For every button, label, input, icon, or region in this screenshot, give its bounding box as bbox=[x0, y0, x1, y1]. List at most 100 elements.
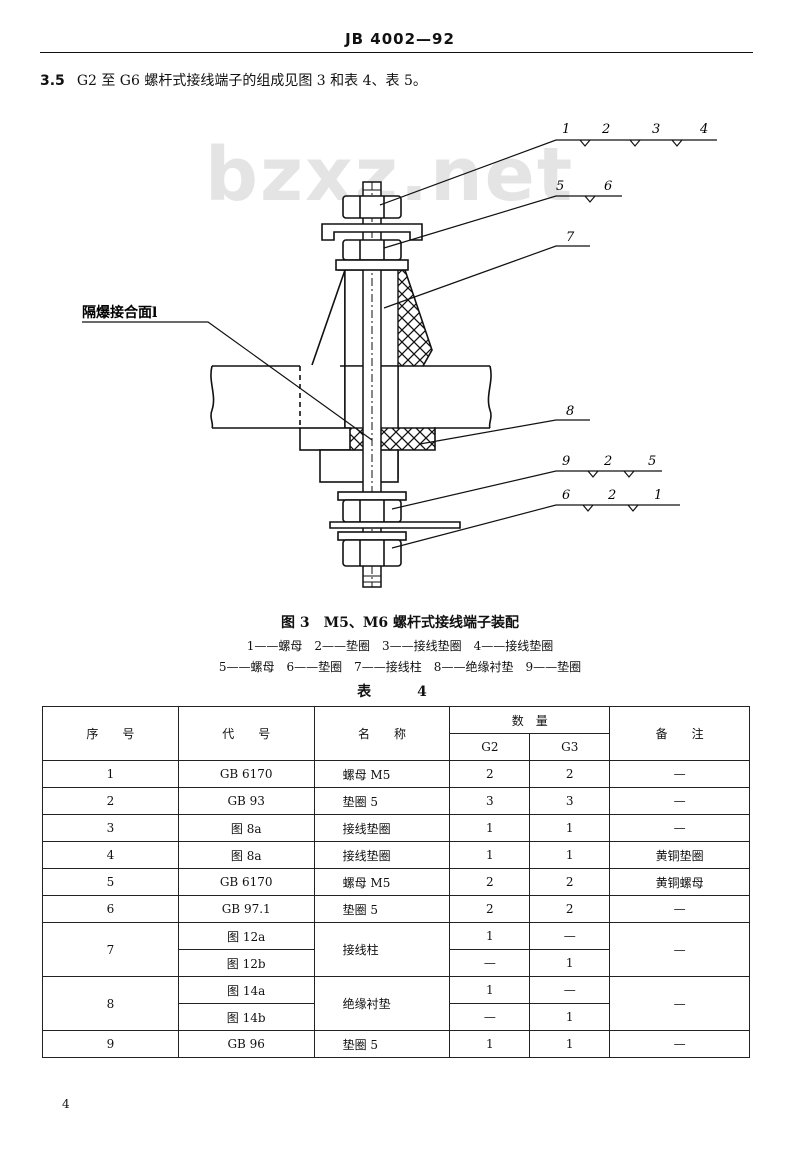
cell-g2: 1 bbox=[449, 814, 531, 842]
cell-code: GB 97.1 bbox=[177, 895, 315, 923]
leader-number: 1 bbox=[562, 122, 570, 137]
table-row: 4 图 8a 接线垫圈 1 1 黄铜垫圈 bbox=[42, 841, 750, 869]
cell-note: — bbox=[609, 760, 750, 788]
cell-note: — bbox=[609, 814, 750, 842]
header-rule bbox=[40, 52, 753, 53]
cell-code: GB 6170 bbox=[177, 868, 315, 896]
cell-note: 黄铜垫圈 bbox=[609, 841, 750, 869]
clause-text: G2 至 G6 螺杆式接线端子的组成见图 3 和表 4、表 5。 bbox=[76, 73, 427, 89]
leader-number: 9 bbox=[562, 454, 570, 469]
cell-g3: 2 bbox=[529, 868, 611, 896]
enclosure-wall bbox=[210, 365, 492, 429]
cell-g3: 1 bbox=[529, 841, 611, 869]
cell-code: 图 12a bbox=[177, 922, 315, 950]
leader-numbers: 1 2 3 4 5 6 7 8 9 2 5 6 2 1 bbox=[556, 122, 708, 503]
table-row: 3 图 8a 接线垫圈 1 1 — bbox=[42, 814, 750, 842]
cell-name: 螺母 M5 bbox=[313, 760, 451, 788]
cell-note: 黄铜螺母 bbox=[609, 868, 750, 896]
leader-number: 8 bbox=[566, 404, 574, 419]
cell-seq: 8 bbox=[42, 976, 179, 1031]
cell-seq: 2 bbox=[42, 787, 179, 815]
header-g3: G3 bbox=[529, 733, 611, 761]
top-hardware bbox=[321, 195, 423, 271]
cell-seq: 5 bbox=[42, 868, 179, 896]
figure-3-terminal-assembly: 隔爆接合面l 1 2 3 4 5 6 7 8 9 2 bbox=[0, 100, 800, 610]
header-note: 备 注 bbox=[609, 706, 750, 761]
header-name: 名 称 bbox=[313, 706, 451, 761]
cell-code: 图 8a bbox=[177, 841, 315, 869]
leader-number: 2 bbox=[601, 122, 610, 137]
header-code: 代 号 bbox=[177, 706, 315, 761]
cell-seq: 6 bbox=[42, 895, 179, 923]
cell-g3: 2 bbox=[529, 895, 611, 923]
cell-code: GB 93 bbox=[177, 787, 315, 815]
cell-code: 图 14b bbox=[177, 1003, 315, 1031]
cell-g2: — bbox=[449, 1003, 531, 1031]
cell-g3: — bbox=[529, 922, 611, 950]
leader-number: 5 bbox=[556, 179, 564, 194]
insulating-liner bbox=[299, 427, 399, 483]
cell-seq: 3 bbox=[42, 814, 179, 842]
cell-g2: — bbox=[449, 949, 531, 977]
cell-g3: 3 bbox=[529, 787, 611, 815]
cell-g3: 1 bbox=[529, 814, 611, 842]
cell-note: — bbox=[609, 895, 750, 923]
cell-code: GB 96 bbox=[177, 1030, 315, 1058]
flameproof-joint-callout: 隔爆接合面l bbox=[82, 304, 373, 441]
cell-seq: 4 bbox=[42, 841, 179, 869]
table-row: 6 GB 97.1 垫圈 5 2 2 — bbox=[42, 895, 750, 923]
header-seq: 序 号 bbox=[42, 706, 179, 761]
table-title: 表 4 bbox=[357, 684, 443, 700]
cell-name: 垫圈 5 bbox=[313, 895, 451, 923]
cell-g3: 1 bbox=[529, 949, 611, 977]
cell-g2: 2 bbox=[449, 895, 531, 923]
cell-g2: 2 bbox=[449, 760, 531, 788]
cell-g3: 1 bbox=[529, 1003, 611, 1031]
leader-lines bbox=[379, 139, 717, 549]
cell-g2: 1 bbox=[449, 1030, 531, 1058]
leader-number: 1 bbox=[654, 488, 662, 503]
leader-number: 2 bbox=[603, 454, 612, 469]
leader-number: 2 bbox=[607, 488, 616, 503]
table-row: 5 GB 6170 螺母 M5 2 2 黄铜螺母 bbox=[42, 868, 750, 896]
cell-seq: 1 bbox=[42, 760, 179, 788]
cell-code: 图 14a bbox=[177, 976, 315, 1004]
cell-name: 垫圈 5 bbox=[313, 787, 451, 815]
header-g2: G2 bbox=[449, 733, 531, 761]
cell-g2: 1 bbox=[449, 841, 531, 869]
figure-caption: 图 3 M5、M6 螺杆式接线端子装配 bbox=[281, 615, 519, 631]
cell-seq: 7 bbox=[42, 922, 179, 977]
table-row: 2 GB 93 垫圈 5 3 3 — bbox=[42, 787, 750, 815]
leader-number: 5 bbox=[648, 454, 656, 469]
cell-name: 接线柱 bbox=[313, 922, 451, 977]
cell-code: 图 12b bbox=[177, 949, 315, 977]
table-row: 7 图 12a 接线柱 1 — — bbox=[42, 922, 750, 977]
cell-note: — bbox=[609, 1030, 750, 1058]
figure-legend-line-2: 5——螺母 6——垫圈 7——接线柱 8——绝缘衬垫 9——垫圈 bbox=[218, 660, 582, 674]
table-row: 图 12b — 1 bbox=[43, 949, 750, 977]
cell-note: — bbox=[609, 976, 750, 1031]
table-row: 9 GB 96 垫圈 5 1 1 — bbox=[42, 1030, 750, 1058]
leader-number: 4 bbox=[699, 122, 708, 137]
cell-note: — bbox=[609, 922, 750, 977]
leader-number: 3 bbox=[652, 122, 660, 137]
cell-name: 螺母 M5 bbox=[313, 868, 451, 896]
header-qty: 数 量 bbox=[449, 706, 611, 734]
table-row: 1 GB 6170 螺母 M5 2 2 — bbox=[42, 760, 750, 788]
cell-name: 接线垫圈 bbox=[313, 841, 451, 869]
cell-code: GB 6170 bbox=[177, 760, 315, 788]
parts-table: 序 号 代 号 名 称 数 量 备 注 G2 G3 1 GB 6170 螺母 M… bbox=[42, 706, 750, 1058]
flameproof-joint-label: 隔爆接合面l bbox=[82, 304, 157, 321]
cell-g2: 2 bbox=[449, 868, 531, 896]
bottom-hardware bbox=[329, 491, 461, 567]
cell-g3: 1 bbox=[529, 1030, 611, 1058]
cell-g3: 2 bbox=[529, 760, 611, 788]
cell-seq: 9 bbox=[42, 1030, 179, 1058]
terminal-post bbox=[362, 181, 382, 588]
figure-legend-line-1: 1——螺母 2——垫圈 3——接线垫圈 4——接线垫圈 bbox=[246, 639, 554, 653]
leader-number: 6 bbox=[604, 179, 612, 194]
table-header-row: 序 号 代 号 名 称 数 量 备 注 bbox=[42, 706, 750, 761]
terminal-assembly-drawing: 隔爆接合面l 1 2 3 4 5 6 7 8 9 2 bbox=[82, 122, 717, 588]
page-number: 4 bbox=[62, 1097, 70, 1111]
